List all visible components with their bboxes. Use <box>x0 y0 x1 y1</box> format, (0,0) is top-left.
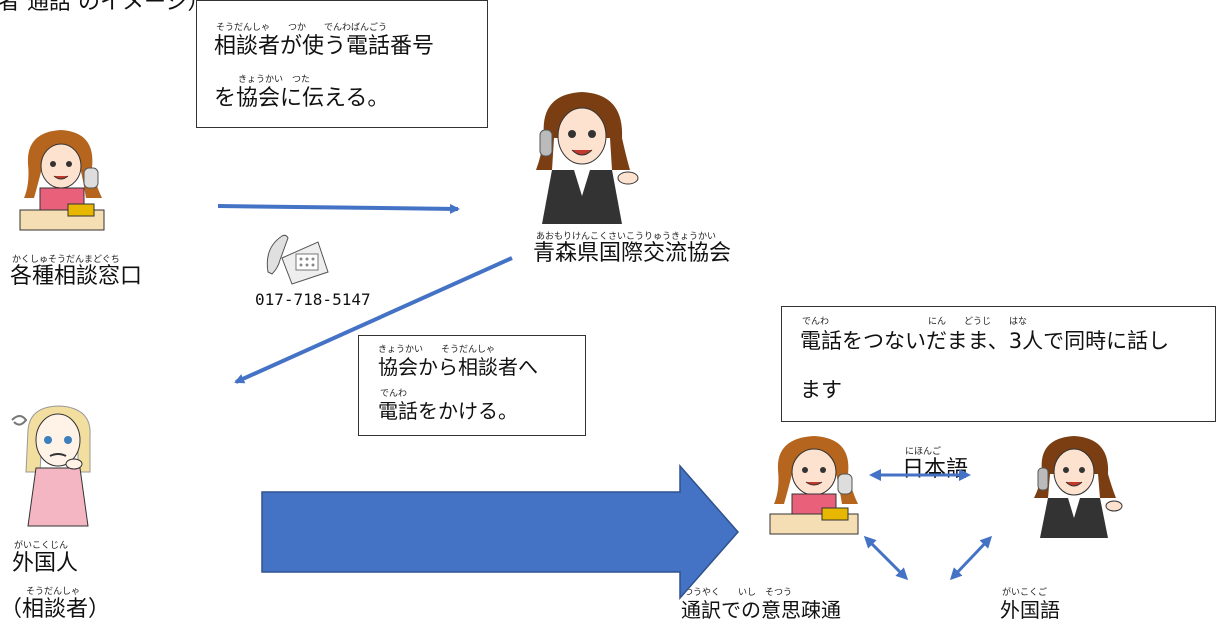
box-call-back <box>358 335 586 436</box>
box-phone-info <box>196 0 488 128</box>
foreign-language-label: 外国語 <box>1000 598 1060 622</box>
receptionist-small-illustration <box>769 436 859 535</box>
box-three-way-ruby-1: でんわ にん どうじ はな <box>802 317 1028 327</box>
arrow-to-foreigner <box>234 256 513 384</box>
receptionist-illustration <box>19 130 105 231</box>
counter-ruby: かくしゅそうだんまどぐち <box>12 255 120 265</box>
box-phone-info-line1: 相談者が使う電話番号 <box>214 34 435 59</box>
box-call-back-line1: 協会から相談者へ <box>378 355 538 379</box>
box-call-back-ruby-2: でんわ <box>380 389 408 399</box>
box-three-way <box>781 306 1216 422</box>
telephone-icon <box>266 234 329 285</box>
arrow-interp-left <box>863 535 909 581</box>
association-staff-illustration <box>536 92 639 224</box>
box-phone-info-line2: を協会に伝える。 <box>214 86 390 111</box>
box-phone-info-ruby-1: そうだんしゃ つか でんわばんごう <box>216 23 388 33</box>
interpretation-ruby: つうやく いし そつう <box>684 588 793 598</box>
box-phone-info-ruby-2: きょうかい つた <box>238 75 311 85</box>
counter-label: 各種相談窓口 <box>10 264 143 289</box>
box-three-way-line2: ます <box>800 378 842 402</box>
association-label: 青森県国際交流協会 <box>533 241 732 266</box>
foreigner-illustration <box>11 405 91 527</box>
box-call-back-line2: 電話をかける。 <box>378 399 518 423</box>
arrow-to-association <box>217 203 460 214</box>
big-arrow <box>261 464 739 600</box>
association-ruby: あおもりけんこくさいこうりゅうきょうかい <box>536 232 717 242</box>
foreigner-label: 外国人 <box>12 551 79 576</box>
arrow-interp-right <box>949 535 993 581</box>
foreign-language-ruby: がいこくご <box>1002 588 1048 598</box>
foreigner-ruby: がいこくじん <box>14 541 69 551</box>
box-three-way-line1: 電話をつないだまま、3人で同時に話し <box>800 329 1170 353</box>
consultant-label: （相談者） <box>0 597 111 622</box>
consultant-ruby: そうだんしゃ <box>26 587 81 597</box>
box-call-back-ruby-1: きょうかい そうだんしゃ <box>378 345 496 355</box>
interpretation-label: 通訳での意思疎通 <box>681 598 841 622</box>
japanese-ruby: にほんご <box>905 447 942 457</box>
phone-number: 017-718-5147 <box>255 290 371 309</box>
association-staff-small-illustration <box>1034 436 1123 538</box>
header-title: 者 通話 のイメージ） <box>0 0 210 15</box>
